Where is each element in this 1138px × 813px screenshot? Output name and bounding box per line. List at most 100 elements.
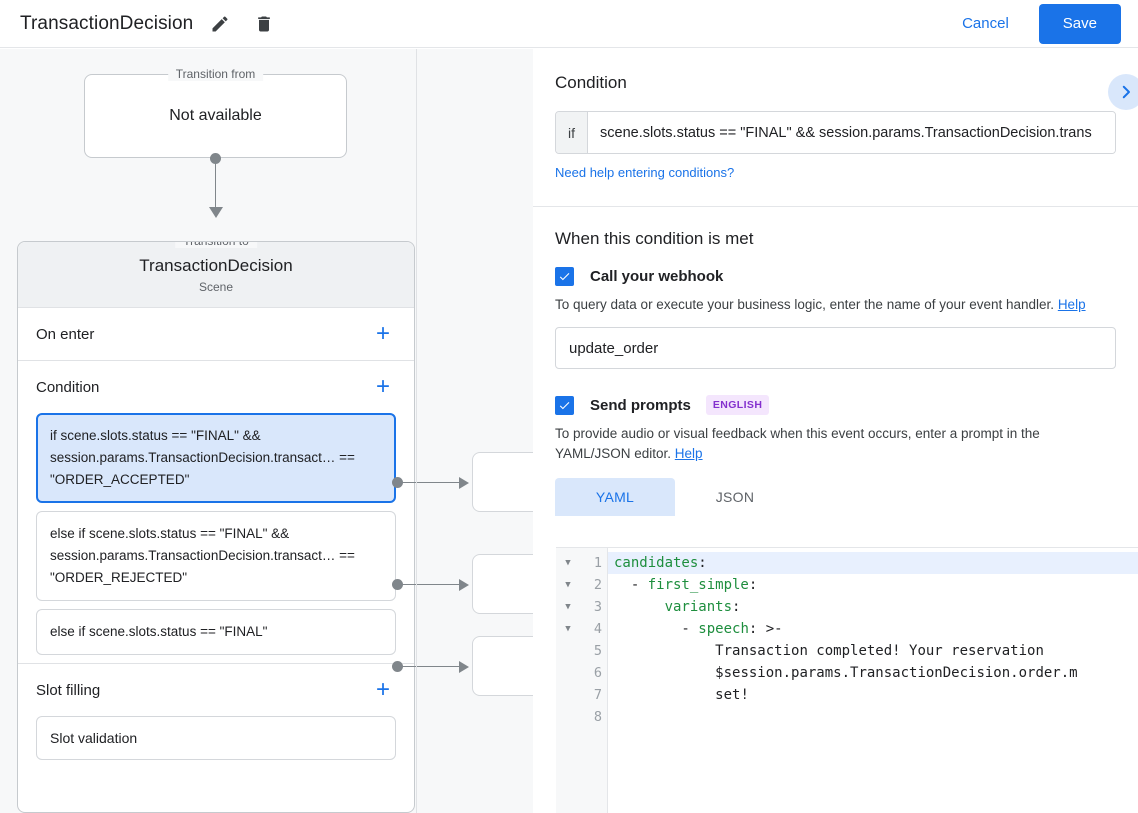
cancel-button[interactable]: Cancel [948, 7, 1023, 40]
editor-code-area[interactable]: candidates: - first_simple: variants: - … [608, 548, 1138, 813]
fold-toggle-line-8 [556, 706, 580, 728]
code-line[interactable]: candidates: [608, 552, 1138, 574]
expand-panel-button[interactable] [1108, 74, 1138, 110]
fold-toggle-line-7 [556, 684, 580, 706]
line-number: 5 [593, 643, 602, 659]
fold-toggle-line-3[interactable]: ▼ [565, 602, 571, 612]
fold-toggle-line-5 [556, 640, 580, 662]
fold-toggle-line-2[interactable]: ▼ [565, 580, 571, 590]
line-number: 8 [593, 709, 602, 725]
code-line[interactable]: variants: [664, 599, 741, 615]
line-number: 2 [593, 577, 602, 593]
condition-header: Condition + [36, 361, 396, 413]
code-line[interactable]: $session.params.TransactionDecision.orde… [715, 665, 1078, 681]
code-line[interactable]: - speech: >- [614, 621, 783, 637]
line-number: 7 [593, 687, 602, 703]
webhook-label: Call your webhook [590, 268, 724, 285]
code-line[interactable]: - first_simple: [614, 577, 758, 593]
pencil-icon[interactable] [203, 7, 237, 41]
add-slot-filling-icon[interactable]: + [375, 676, 390, 703]
top-bar: TransactionDecision Cancel Save [0, 0, 1138, 48]
when-condition-met-section: When this condition is met Call your web… [533, 207, 1138, 516]
scene-kind: Scene [198, 279, 234, 294]
condition-0-target-box[interactable] [472, 452, 533, 512]
transition-to-legend: Transition to [175, 242, 257, 248]
code-line[interactable]: set! [715, 687, 749, 703]
prompts-label: Send prompts [590, 396, 691, 414]
section-slot-filling: Slot filling + Slot validation [18, 664, 414, 760]
language-badge: ENGLISH [705, 395, 770, 415]
transition-from-card[interactable]: Not available Transition from [84, 67, 347, 158]
slot-filling-title: Slot filling [36, 681, 101, 699]
webhook-checkbox[interactable] [555, 267, 574, 286]
condition-list-item-1[interactable]: else if scene.slots.status == "FINAL" &&… [36, 511, 396, 601]
trash-icon[interactable] [247, 7, 281, 41]
slot-filling-header: Slot filling + [36, 664, 396, 716]
condition-panel-heading: Condition [555, 73, 627, 92]
webhook-handler-input[interactable] [555, 327, 1116, 369]
editor-fold-gutter: ▼ ▼ ▼ ▼ [556, 548, 580, 813]
prompts-checkbox-row[interactable]: Send prompts ENGLISH [555, 395, 1116, 415]
top-bar-actions: Cancel Save [948, 3, 1138, 44]
connector-arrowhead [209, 207, 223, 218]
fold-toggle-line-1[interactable]: ▼ [565, 558, 571, 568]
scene-graph-canvas: Not available Transition from Transactio… [0, 49, 533, 813]
slot-validation-item[interactable]: Slot validation [36, 716, 396, 760]
tab-yaml[interactable]: YAML [555, 478, 675, 516]
line-number: 4 [593, 621, 602, 637]
condition-0-out-dot [392, 477, 403, 488]
condition-1-out-line [402, 584, 462, 585]
condition-list-item-0[interactable]: if scene.slots.status == "FINAL" && sess… [36, 413, 396, 503]
prompts-helper-prefix: To provide audio or visual feedback when… [555, 426, 1040, 461]
webhook-helper-text: To query data or execute your business l… [555, 295, 1116, 315]
if-prefix-label: if [556, 112, 588, 153]
condition-1-target-box[interactable] [472, 554, 533, 614]
fold-toggle-line-4[interactable]: ▼ [565, 624, 571, 634]
section-on-enter: On enter + [18, 308, 414, 361]
transition-to-card[interactable]: TransactionDecision Scene Transition to … [17, 241, 415, 813]
line-number: 1 [593, 555, 602, 571]
page-title: TransactionDecision [20, 12, 194, 34]
condition-input-row[interactable]: if [555, 111, 1116, 154]
condition-list-item-2[interactable]: else if scene.slots.status == "FINAL" [36, 609, 396, 655]
when-condition-met-heading: When this condition is met [555, 229, 754, 248]
scene-name: TransactionDecision [139, 255, 293, 275]
add-condition-icon[interactable]: + [375, 373, 390, 400]
scene-header: TransactionDecision Scene [18, 242, 414, 308]
on-enter-title: On enter [36, 325, 95, 343]
transition-from-value: Not available [169, 107, 262, 124]
section-condition: Condition + if scene.slots.status == "FI… [18, 361, 414, 664]
prompts-helper-text: To provide audio or visual feedback when… [555, 424, 1116, 464]
add-on-enter-icon[interactable]: + [375, 320, 390, 347]
webhook-checkbox-row[interactable]: Call your webhook [555, 267, 1116, 286]
prompts-checkbox[interactable] [555, 395, 574, 415]
code-line[interactable] [608, 706, 1138, 728]
condition-1-out-dot [392, 579, 403, 590]
condition-help-link[interactable]: Need help entering conditions? [555, 165, 735, 180]
on-enter-header: On enter + [36, 308, 396, 360]
condition-0-out-line [402, 482, 462, 483]
condition-0-out-arrow [459, 477, 469, 489]
editor-format-tabs: YAML JSON [555, 478, 1116, 516]
scene-graph-pane[interactable]: Not available Transition from Transactio… [0, 49, 533, 813]
save-button[interactable]: Save [1038, 3, 1121, 44]
condition-editor-section: Condition if Need help entering conditio… [533, 49, 1138, 207]
line-number: 3 [593, 599, 602, 615]
condition-2-out-dot [392, 661, 403, 672]
connector-line [215, 158, 216, 210]
tab-json[interactable]: JSON [715, 489, 755, 505]
condition-2-out-line [402, 666, 462, 667]
code-line[interactable]: Transaction completed! Your reservation [715, 643, 1044, 659]
condition-input[interactable] [588, 112, 1115, 153]
prompts-help-link[interactable]: Help [674, 446, 703, 461]
condition-1-out-arrow [459, 579, 469, 591]
condition-title: Condition [36, 378, 100, 396]
webhook-helper-prefix: To query data or execute your business l… [555, 297, 1058, 312]
graph-column-divider [416, 49, 417, 813]
fold-toggle-line-6 [556, 662, 580, 684]
webhook-help-link[interactable]: Help [1057, 297, 1086, 312]
condition-2-target-box[interactable] [472, 636, 533, 696]
chevron-right-icon [1122, 85, 1130, 99]
